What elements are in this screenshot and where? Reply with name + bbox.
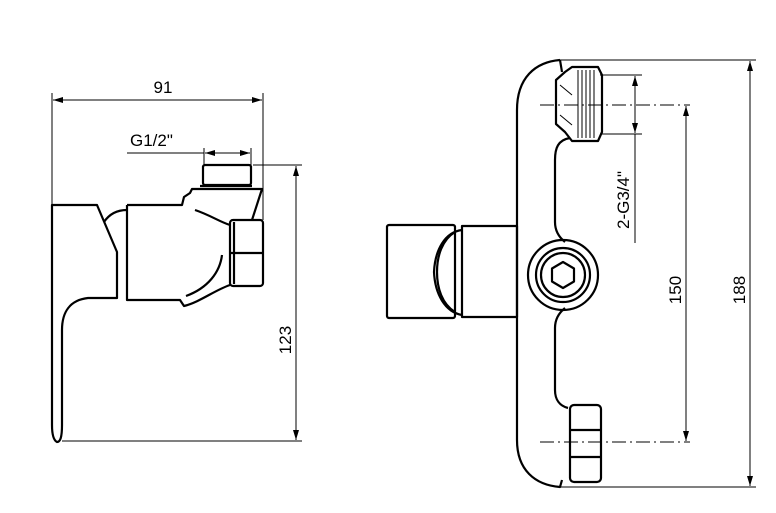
central-outlet — [526, 238, 600, 312]
dim-label-91: 91 — [154, 78, 173, 97]
thread-label-g12: G1/2" — [130, 131, 173, 150]
hex-socket-icon — [550, 260, 576, 290]
thread-label-g34: 2-G3/4" — [614, 171, 633, 229]
lever-handle — [50, 203, 119, 444]
handle-dome — [103, 208, 128, 223]
bottom-inlet-nut — [568, 403, 603, 484]
dim-label-188: 188 — [730, 276, 749, 304]
outlet-fitting — [201, 163, 253, 187]
valve-body — [125, 187, 264, 308]
top-inlet-nut — [554, 65, 604, 143]
side-view: 91 G1/2" 123 — [50, 78, 302, 444]
dim-label-150: 150 — [666, 276, 685, 304]
plate-inner-profile — [553, 136, 571, 410]
front-view: 2-G3/4" 150 188 — [385, 58, 756, 489]
dim-label-123: 123 — [276, 326, 295, 354]
lever-handle-front — [385, 223, 457, 320]
